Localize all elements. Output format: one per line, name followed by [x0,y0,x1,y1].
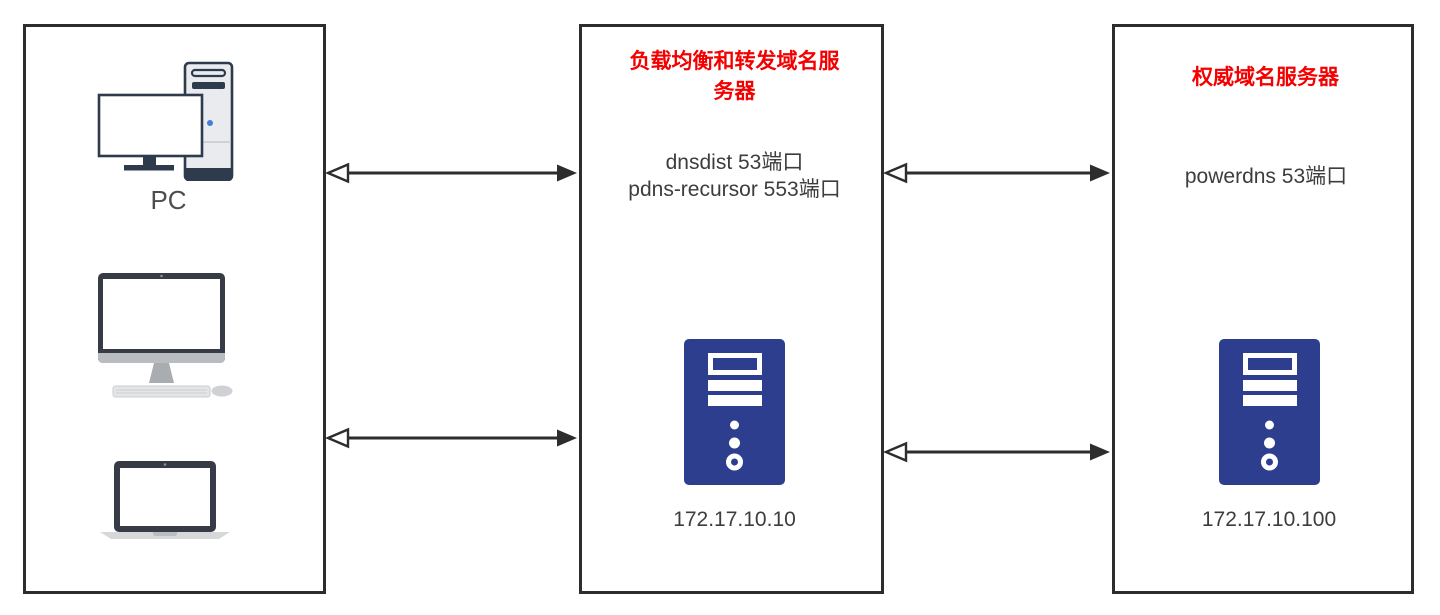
authoritative-title: 权威域名服务器 [1192,66,1339,89]
forwarder-service-line2: pdns-recursor 553端口 [628,178,841,201]
forwarder-ip: 172.17.10.10 [673,508,796,531]
forwarder-box: 负载均衡和转发域名服 务器 dnsdist 53端口 pdns-recursor… [579,24,884,594]
imac-icon [98,273,233,398]
arrow-forwarder-authoritative-top [882,162,1110,184]
arrowhead-open-icon [324,162,350,184]
pc-label: PC [150,185,187,215]
laptop-icon [100,461,230,539]
arrowhead-open-icon [882,441,908,463]
arrowhead-open-icon [324,427,350,449]
authoritative-service-line1: powerdns 53端口 [1184,165,1348,188]
authoritative-ip: 172.17.10.100 [1201,508,1337,531]
arrowhead-solid-icon [557,429,577,447]
arrowhead-open-icon [882,162,908,184]
arrowhead-solid-icon [1090,164,1110,182]
server-icon [1219,339,1320,485]
forwarder-services: dnsdist 53端口 pdns-recursor 553端口 [592,149,877,203]
desktop-pc-icon [97,61,234,181]
clients-box: PC [23,24,326,594]
server-icon [684,339,785,485]
authoritative-services: powerdns 53端口 [1124,163,1408,190]
arrow-forwarder-authoritative-bottom [882,441,1110,463]
forwarder-service-line1: dnsdist 53端口 [665,151,804,174]
mouse-icon [211,385,233,397]
arrow-clients-forwarder-top [324,162,577,184]
arrow-clients-forwarder-bottom [324,427,577,449]
arrowhead-solid-icon [1090,443,1110,461]
authoritative-box: 权威域名服务器 powerdns 53端口 172.17.10.100 [1112,24,1414,594]
forwarder-title: 负载均衡和转发域名服 务器 [629,50,840,103]
arrowhead-solid-icon [557,164,577,182]
power-led [207,120,213,126]
